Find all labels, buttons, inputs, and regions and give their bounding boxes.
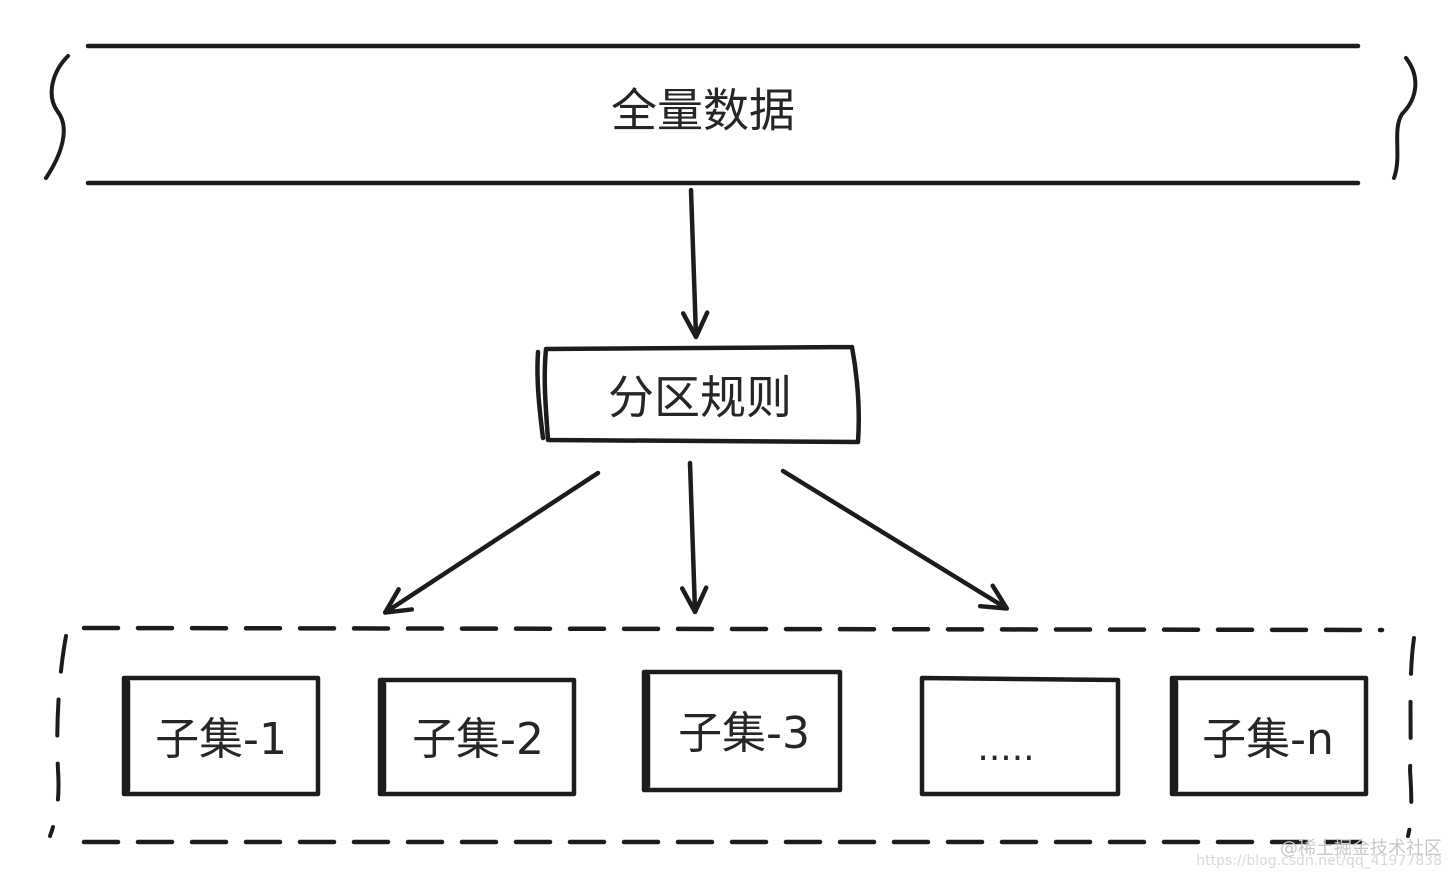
subset-label: 子集-3 xyxy=(678,708,810,759)
subset-box: 子集-n xyxy=(1169,675,1369,797)
subset-box-outline xyxy=(121,675,321,797)
rule-box-outline xyxy=(535,344,861,445)
subset-box: ..... xyxy=(919,675,1121,797)
container-left-dash xyxy=(48,634,68,838)
band-right-brace xyxy=(1392,56,1418,180)
subset-box: 子集-2 xyxy=(377,677,577,797)
subset-box: 子集-1 xyxy=(121,675,321,797)
arrow-to-rule xyxy=(680,187,710,340)
subset-label: 子集-2 xyxy=(412,714,544,765)
partition-rule-box: 分区规则 xyxy=(535,344,861,445)
arrow-to-left xyxy=(382,470,601,615)
subset-label: ..... xyxy=(977,728,1034,769)
watermark-site: @稀土掘金技术社区 xyxy=(1280,838,1442,859)
partition-rule-label: 分区规则 xyxy=(608,371,792,425)
subset-box-outline xyxy=(1169,675,1369,797)
watermark-url: https://blog.csdn.net/qq_41977838 xyxy=(1196,853,1442,869)
subset-box-outline xyxy=(377,677,577,797)
subset-label: 子集-n xyxy=(1202,714,1334,765)
container-top-dash xyxy=(81,625,1385,633)
arrow-to-center xyxy=(679,460,709,615)
subset-box-outline xyxy=(919,675,1121,797)
subsets-container xyxy=(48,625,1416,845)
subset-box-outline xyxy=(641,669,843,793)
full-data-band: 全量数据 xyxy=(44,43,1418,186)
subset-box: 子集-3 xyxy=(641,669,843,793)
container-right-dash xyxy=(1406,636,1416,838)
full-data-label: 全量数据 xyxy=(611,84,795,138)
arrow-to-right xyxy=(780,468,1010,611)
band-left-brace xyxy=(44,54,70,180)
subset-label: 子集-1 xyxy=(155,714,287,765)
